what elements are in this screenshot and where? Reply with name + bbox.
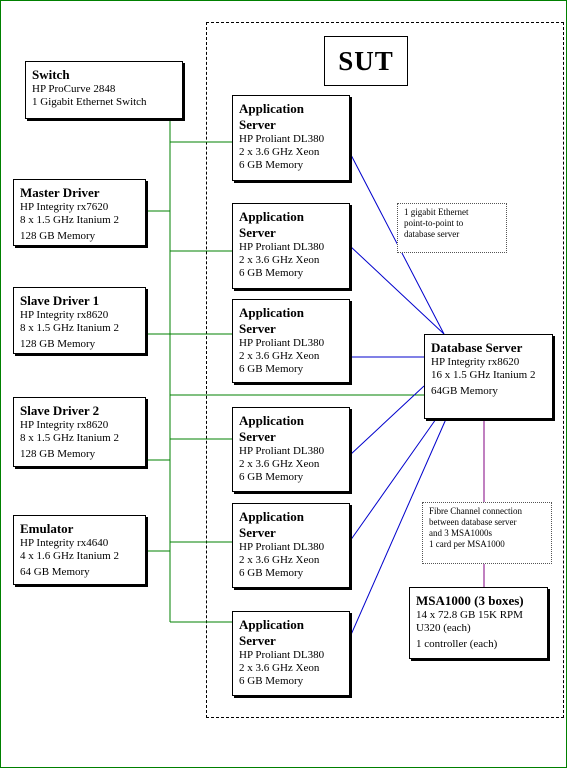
switch-title: Switch: [32, 67, 70, 82]
app-server-title: Server: [239, 429, 276, 444]
app-server-title: Server: [239, 225, 276, 240]
sut-region: [206, 22, 564, 718]
switch-model: HP ProCurve 2848: [32, 83, 116, 95]
slave-driver-1-box: Slave Driver 1 HP Integrity rx8620 8 x 1…: [13, 287, 146, 354]
app-server-title: Application: [239, 413, 305, 428]
driver-title: Emulator: [20, 521, 74, 536]
driver-memory: 128 GB Memory: [20, 338, 96, 350]
driver-memory: 64 GB Memory: [20, 566, 90, 578]
note-line: 1 gigabit Ethernet: [404, 207, 469, 217]
db-link-line: [349, 418, 437, 542]
database-memory: 64GB Memory: [431, 385, 498, 397]
database-cpu: 16 x 1.5 GHz Itanium 2: [431, 369, 536, 381]
driver-cpu: 4 x 1.6 GHz Itanium 2: [20, 550, 119, 562]
fibre-channel-note: Fibre Channel connection between databas…: [422, 502, 552, 564]
app-server-model: HP Proliant DL380: [239, 445, 325, 457]
app-server-title: Application: [239, 101, 305, 116]
note-line: Fibre Channel connection: [429, 506, 522, 516]
app-server-model: HP Proliant DL380: [239, 241, 325, 253]
app-server-model: HP Proliant DL380: [239, 337, 325, 349]
app-server-1-box: Application Server HP Proliant DL380 2 x…: [232, 95, 350, 181]
app-server-cpu: 2 x 3.6 GHz Xeon: [239, 554, 320, 566]
driver-model: HP Integrity rx4640: [20, 537, 109, 549]
app-server-cpu: 2 x 3.6 GHz Xeon: [239, 458, 320, 470]
app-server-title: Server: [239, 321, 276, 336]
driver-cpu: 8 x 1.5 GHz Itanium 2: [20, 214, 119, 226]
driver-cpu: 8 x 1.5 GHz Itanium 2: [20, 432, 119, 444]
app-server-2-box: Application Server HP Proliant DL380 2 x…: [232, 203, 350, 289]
app-server-memory: 6 GB Memory: [239, 675, 304, 687]
app-server-title: Application: [239, 617, 305, 632]
app-server-memory: 6 GB Memory: [239, 471, 304, 483]
msa1000-box: MSA1000 (3 boxes) 14 x 72.8 GB 15K RPM U…: [409, 587, 548, 659]
note-line: between database server: [429, 517, 517, 527]
switch-box: Switch HP ProCurve 2848 1 Gigabit Ethern…: [25, 61, 183, 119]
note-line: 1 card per MSA1000: [429, 539, 505, 549]
note-line: database server: [404, 229, 460, 239]
master-driver-box: Master Driver HP Integrity rx7620 8 x 1.…: [13, 179, 146, 246]
app-server-model: HP Proliant DL380: [239, 541, 325, 553]
app-server-title: Server: [239, 117, 276, 132]
driver-memory: 128 GB Memory: [20, 448, 96, 460]
app-server-4-box: Application Server HP Proliant DL380 2 x…: [232, 407, 350, 492]
app-server-cpu: 2 x 3.6 GHz Xeon: [239, 254, 320, 266]
app-server-title: Application: [239, 305, 305, 320]
app-server-title: Application: [239, 209, 305, 224]
driver-title: Slave Driver 1: [20, 293, 100, 308]
note-line: and 3 MSA1000s: [429, 528, 493, 538]
app-server-cpu: 2 x 3.6 GHz Xeon: [239, 350, 320, 362]
app-server-memory: 6 GB Memory: [239, 159, 304, 171]
app-server-model: HP Proliant DL380: [239, 649, 325, 661]
app-server-memory: 6 GB Memory: [239, 363, 304, 375]
database-title: Database Server: [431, 340, 523, 355]
emulator-box: Emulator HP Integrity rx4640 4 x 1.6 GHz…: [13, 515, 146, 585]
db-link-line: [349, 385, 425, 456]
msa-disks: 14 x 72.8 GB 15K RPM: [416, 609, 523, 621]
db-link-line: [349, 418, 447, 638]
database-model: HP Integrity rx8620: [431, 356, 520, 368]
note-line: point-to-point to: [404, 218, 464, 228]
app-server-memory: 6 GB Memory: [239, 267, 304, 279]
sut-label: SUT: [324, 36, 408, 86]
db-link-line: [349, 245, 445, 335]
msa-interface: U320 (each): [416, 622, 471, 634]
driver-title: Slave Driver 2: [20, 403, 100, 418]
driver-model: HP Integrity rx8620: [20, 309, 109, 321]
app-server-6-box: Application Server HP Proliant DL380 2 x…: [232, 611, 350, 696]
driver-cpu: 8 x 1.5 GHz Itanium 2: [20, 322, 119, 334]
app-server-title: Server: [239, 525, 276, 540]
app-server-memory: 6 GB Memory: [239, 567, 304, 579]
app-server-5-box: Application Server HP Proliant DL380 2 x…: [232, 503, 350, 588]
database-server-box: Database Server HP Integrity rx8620 16 x…: [424, 334, 553, 419]
driver-memory: 128 GB Memory: [20, 230, 96, 242]
app-server-cpu: 2 x 3.6 GHz Xeon: [239, 146, 320, 158]
msa-controller: 1 controller (each): [416, 638, 498, 650]
driver-model: HP Integrity rx8620: [20, 419, 109, 431]
app-server-3-box: Application Server HP Proliant DL380 2 x…: [232, 299, 350, 383]
switch-desc: 1 Gigabit Ethernet Switch: [32, 96, 147, 108]
app-server-model: HP Proliant DL380: [239, 133, 325, 145]
app-server-title: Server: [239, 633, 276, 648]
slave-driver-2-box: Slave Driver 2 HP Integrity rx8620 8 x 1…: [13, 397, 146, 467]
driver-title: Master Driver: [20, 185, 100, 200]
app-server-title: Application: [239, 509, 305, 524]
msa-title: MSA1000 (3 boxes): [416, 593, 524, 608]
app-server-cpu: 2 x 3.6 GHz Xeon: [239, 662, 320, 674]
driver-model: HP Integrity rx7620: [20, 201, 109, 213]
ethernet-note: 1 gigabit Ethernet point-to-point to dat…: [397, 203, 507, 253]
